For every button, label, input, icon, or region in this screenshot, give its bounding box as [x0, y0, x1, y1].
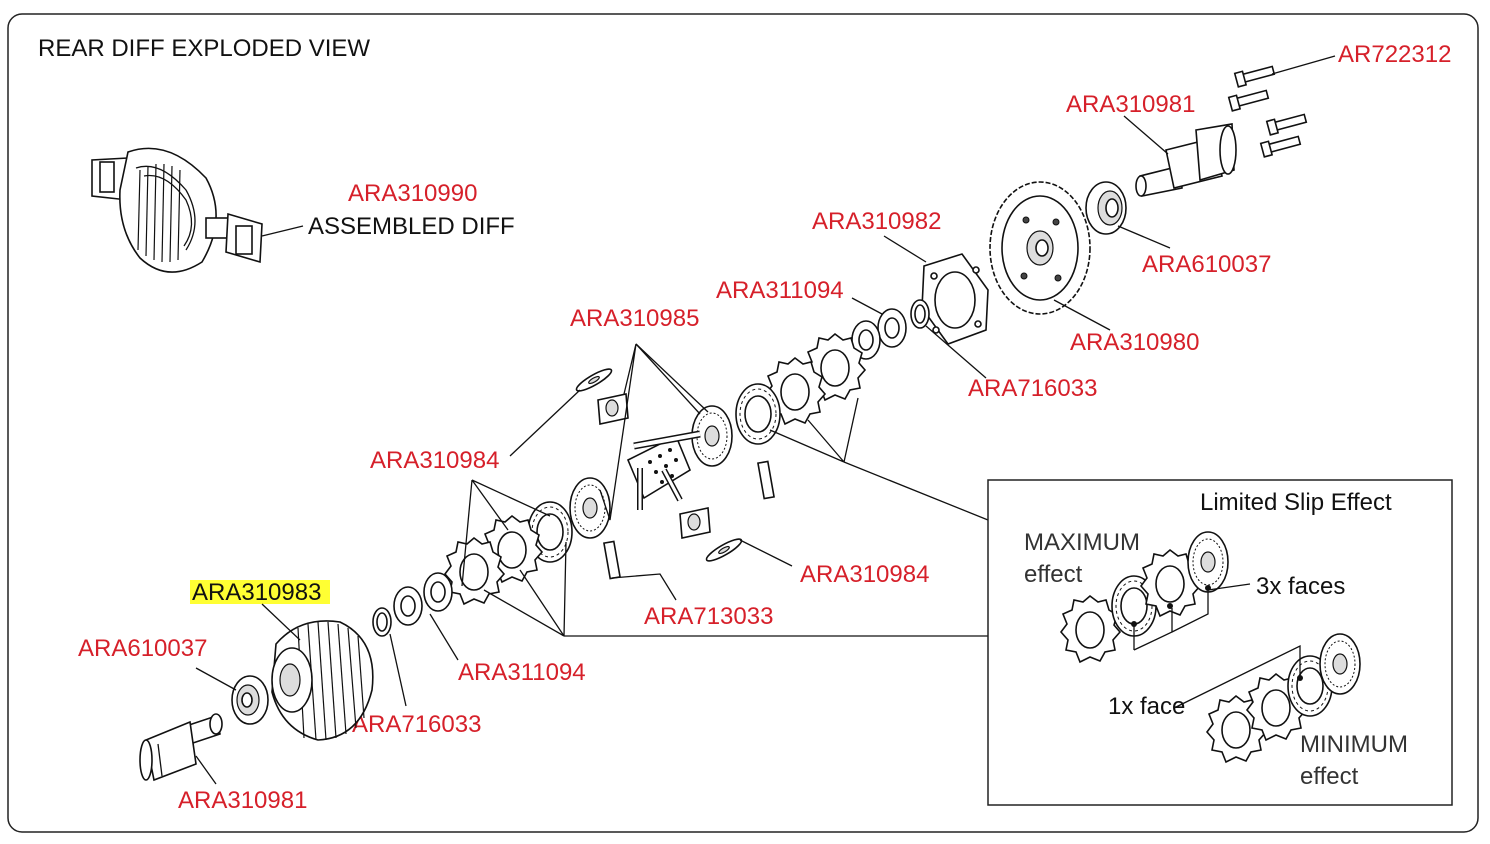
- maximum-label: MAXIMUM: [1024, 529, 1140, 556]
- outdrive-top-ara310981: [1135, 123, 1237, 197]
- assembled-diff-leader: [261, 225, 304, 237]
- label-ara311094-bottom: ARA311094: [458, 659, 586, 686]
- pinion-gear-top: [597, 393, 629, 425]
- label-ara310980: ARA310980: [1070, 329, 1199, 356]
- label-ara716033-bottom: ARA716033: [352, 711, 481, 738]
- inset-title: Limited Slip Effect: [1200, 489, 1392, 516]
- outdrive-bottom-ara310981: [139, 713, 223, 782]
- label-ara310983: ARA310983: [192, 579, 321, 606]
- label-ara310985: ARA310985: [570, 305, 699, 332]
- label-ara716033-top: ARA716033: [968, 375, 1097, 402]
- label-assembled-diff: ASSEMBLED DIFF: [308, 213, 515, 240]
- ring-gear-ara310980: [989, 181, 1091, 315]
- label-ara310981-top: ARA310981: [1066, 91, 1195, 118]
- one-face-label: 1x face: [1108, 693, 1185, 720]
- minimum-effect-label: effect: [1300, 763, 1359, 790]
- o-ring-bottom: [372, 607, 392, 637]
- screws-ar722312: [1227, 65, 1308, 158]
- diff-case-ara310983: [271, 620, 374, 741]
- pinion-gear-bottom: [679, 507, 711, 539]
- washer-top-a: [877, 308, 907, 348]
- label-ara310984-left: ARA310984: [370, 447, 499, 474]
- label-ar722312: AR722312: [1338, 41, 1451, 68]
- assembled-diff-illustration: [91, 147, 263, 273]
- minimum-label: MINIMUM: [1300, 731, 1408, 758]
- gasket-ara310982: [921, 253, 989, 345]
- bearing-bottom-ara610037: [231, 675, 269, 725]
- inset-max-gear: [1187, 531, 1229, 593]
- label-ara713033: ARA713033: [644, 603, 773, 630]
- washer-bottom-a: [423, 572, 453, 612]
- bearing-top-ara610037: [1085, 181, 1127, 235]
- washer-bottom-b: [393, 586, 423, 626]
- label-ara310981-bottom: ARA310981: [178, 787, 307, 814]
- inset-min-gear: [1319, 633, 1361, 695]
- shim-ara310984-bottom: [705, 538, 743, 562]
- pin-ara713033-a: [603, 540, 621, 580]
- label-ara310982: ARA310982: [812, 208, 941, 235]
- three-faces-label: 3x faces: [1256, 573, 1345, 600]
- label-ara311094-top: ARA311094: [716, 277, 844, 304]
- label-ara310984-right: ARA310984: [800, 561, 929, 588]
- diagram-title: REAR DIFF EXPLODED VIEW: [38, 35, 370, 62]
- pin-ara713033-b: [757, 460, 775, 500]
- maximum-effect-label: effect: [1024, 561, 1083, 588]
- label-ara610037-top: ARA610037: [1142, 251, 1271, 278]
- side-gear-bottom: [569, 477, 611, 539]
- o-ring-top: [910, 299, 930, 329]
- label-ara310990: ARA310990: [348, 180, 477, 207]
- label-ara610037-bottom: ARA610037: [78, 635, 207, 662]
- shim-ara310984-top: [575, 368, 613, 392]
- friction-plate-top: [735, 383, 781, 445]
- highlight-ara310983: [190, 580, 330, 604]
- outer-frame: [7, 13, 1479, 833]
